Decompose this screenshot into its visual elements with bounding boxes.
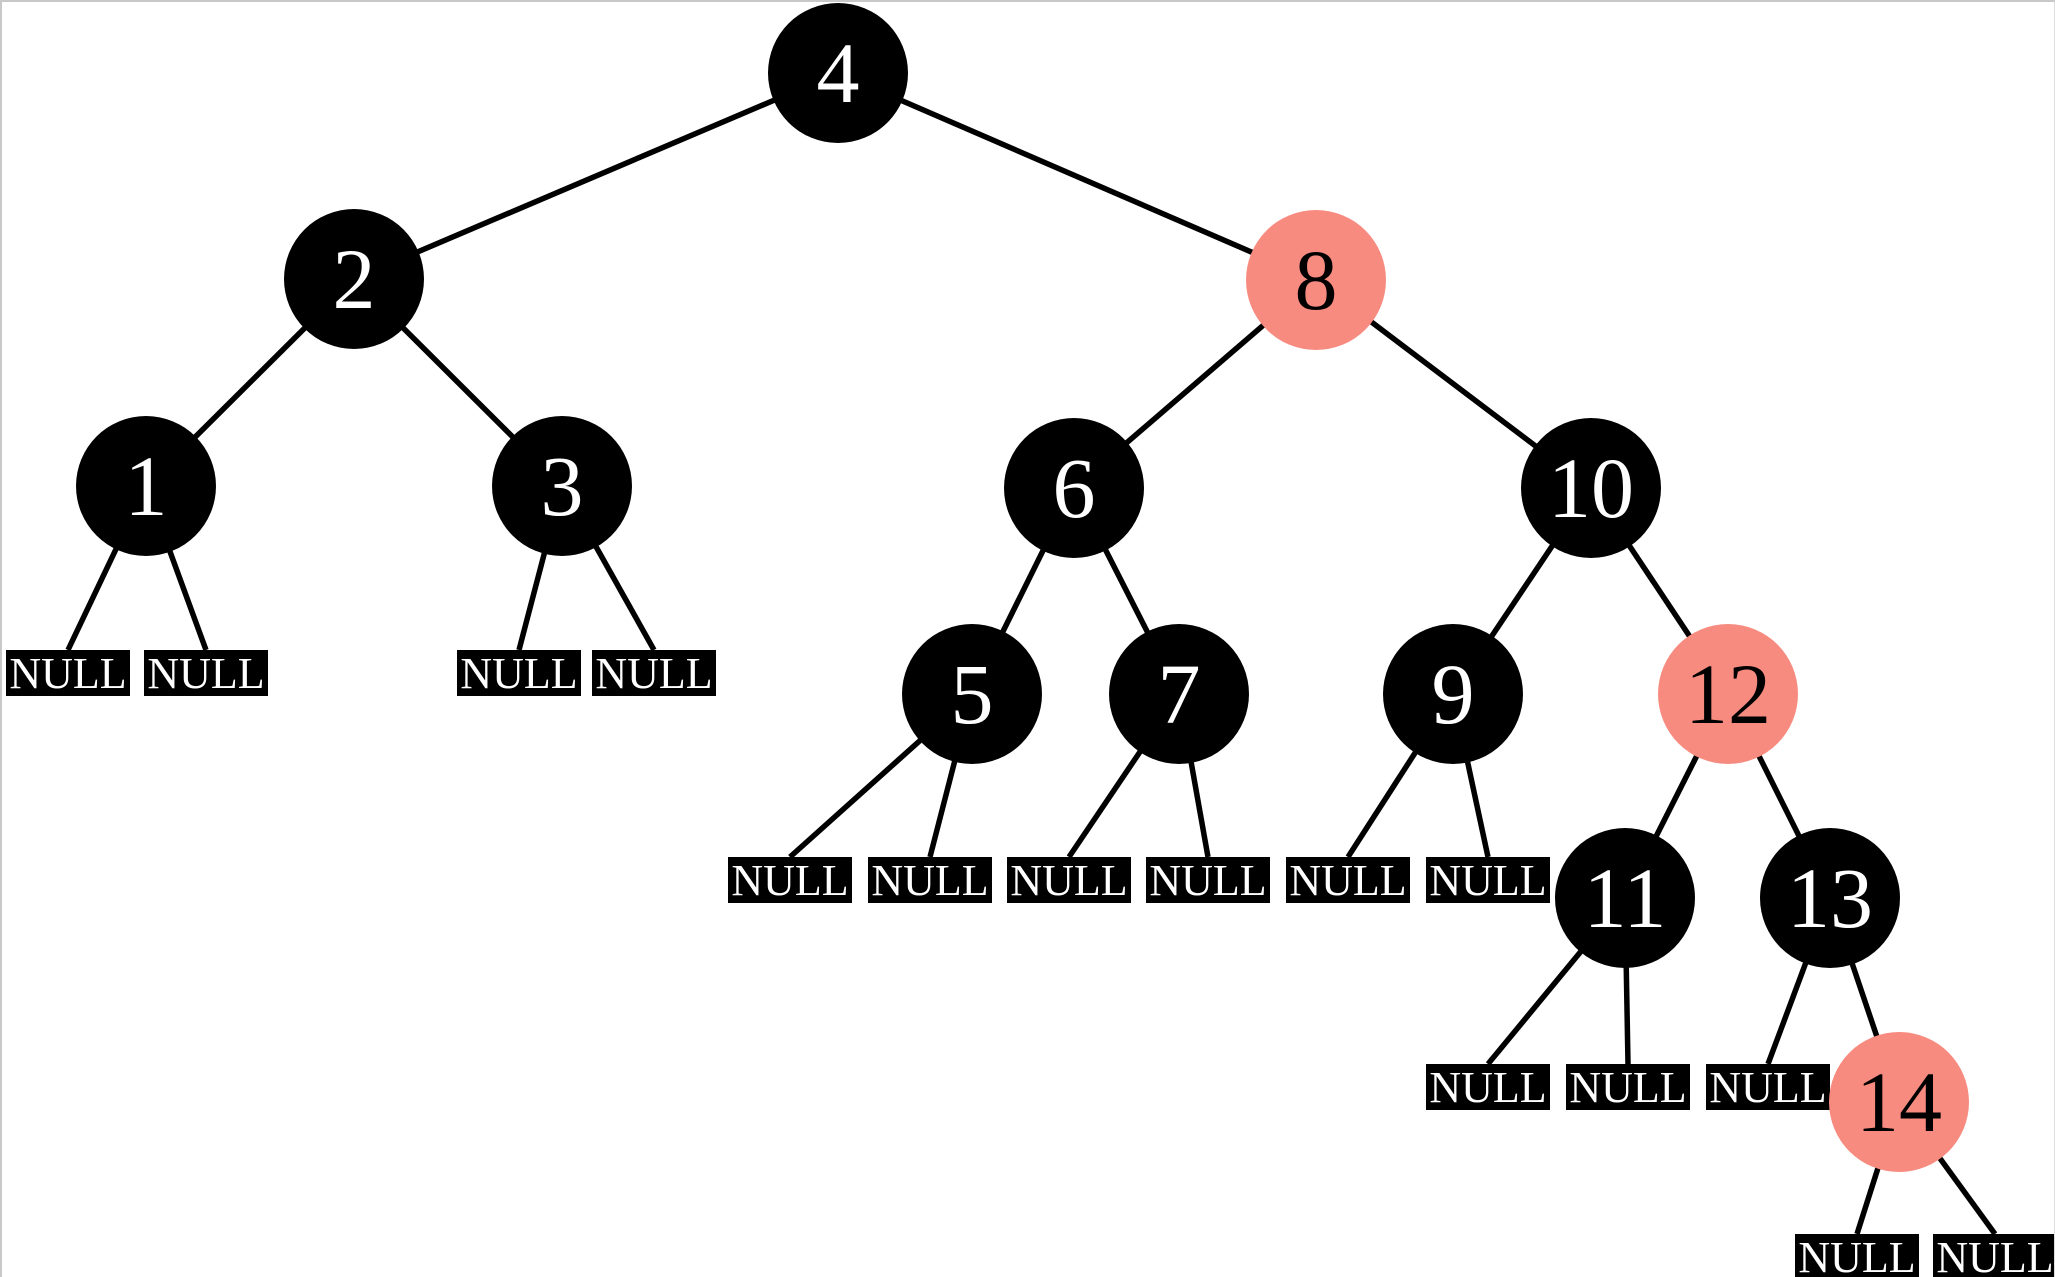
tree-node-13-black bbox=[1760, 828, 1900, 968]
tree-node-11-black bbox=[1555, 828, 1695, 968]
tree-node-9-black bbox=[1383, 624, 1523, 764]
tree-node-label-8: 8 bbox=[1295, 232, 1338, 328]
null-leaf-box bbox=[6, 650, 130, 696]
tree-node-4-black bbox=[768, 3, 908, 143]
tree-node-label-13: 13 bbox=[1787, 850, 1873, 946]
null-leaf-label: NULL bbox=[1149, 856, 1266, 905]
tree-node-1-black bbox=[76, 416, 216, 556]
null-leaf-box bbox=[1706, 1064, 1830, 1110]
null-leaf-box bbox=[144, 650, 268, 696]
tree-node-5-black bbox=[902, 624, 1042, 764]
null-leaf-label: NULL bbox=[1289, 856, 1406, 905]
tree-node-14-red bbox=[1829, 1032, 1969, 1172]
null-leaf-label: NULL bbox=[871, 856, 988, 905]
null-leaf-label: NULL bbox=[460, 649, 577, 698]
null-leaf-label: NULL bbox=[1798, 1233, 1915, 1277]
tree-node-label-10: 10 bbox=[1548, 440, 1634, 536]
null-leaf-box bbox=[1426, 857, 1550, 903]
null-leaf-box bbox=[1426, 1064, 1550, 1110]
null-leaf-box bbox=[1286, 857, 1410, 903]
tree-node-label-7: 7 bbox=[1158, 646, 1201, 742]
null-leaf-label: NULL bbox=[1569, 1063, 1686, 1112]
null-leaf-label: NULL bbox=[1936, 1233, 2053, 1277]
tree-node-3-black bbox=[492, 416, 632, 556]
edge-4-2 bbox=[352, 70, 840, 282]
null-leaf-box bbox=[868, 857, 992, 903]
tree-node-8-red bbox=[1246, 210, 1386, 350]
tree-node-label-5: 5 bbox=[951, 646, 994, 742]
null-leaf-label: NULL bbox=[147, 649, 264, 698]
null-leaf-label: NULL bbox=[731, 856, 848, 905]
null-leaf-box bbox=[1795, 1234, 1919, 1277]
tree-node-label-2: 2 bbox=[333, 231, 376, 327]
null-leaf-box bbox=[1933, 1234, 2054, 1277]
tree-node-10-black bbox=[1521, 418, 1661, 558]
null-leaf-label: NULL bbox=[1010, 856, 1127, 905]
tree-node-label-4: 4 bbox=[817, 25, 860, 121]
tree-node-7-black bbox=[1109, 624, 1249, 764]
tree-node-2-black bbox=[284, 209, 424, 349]
null-leaf-label: NULL bbox=[9, 649, 126, 698]
tree-node-label-9: 9 bbox=[1432, 646, 1475, 742]
edge-4-8 bbox=[836, 70, 1318, 283]
tree-node-label-3: 3 bbox=[541, 438, 584, 534]
tree-node-label-6: 6 bbox=[1053, 440, 1096, 536]
tree-node-12-red bbox=[1658, 624, 1798, 764]
tree-node-label-14: 14 bbox=[1856, 1054, 1942, 1150]
null-leaf-box bbox=[592, 650, 716, 696]
tree-node-label-11: 11 bbox=[1584, 850, 1667, 946]
tree-node-label-12: 12 bbox=[1685, 646, 1771, 742]
null-leaf-box bbox=[457, 650, 581, 696]
null-leaf-label: NULL bbox=[1429, 1063, 1546, 1112]
null-leaf-label: NULL bbox=[1429, 856, 1546, 905]
null-leaf-box bbox=[1566, 1064, 1690, 1110]
null-leaf-label: NULL bbox=[595, 649, 712, 698]
null-leaf-box bbox=[1007, 857, 1131, 903]
tree-node-label-1: 1 bbox=[125, 438, 168, 534]
tree-node-6-black bbox=[1004, 418, 1144, 558]
null-leaf-box bbox=[1146, 857, 1270, 903]
null-leaf-label: NULL bbox=[1709, 1063, 1826, 1112]
null-leaf-box bbox=[728, 857, 852, 903]
